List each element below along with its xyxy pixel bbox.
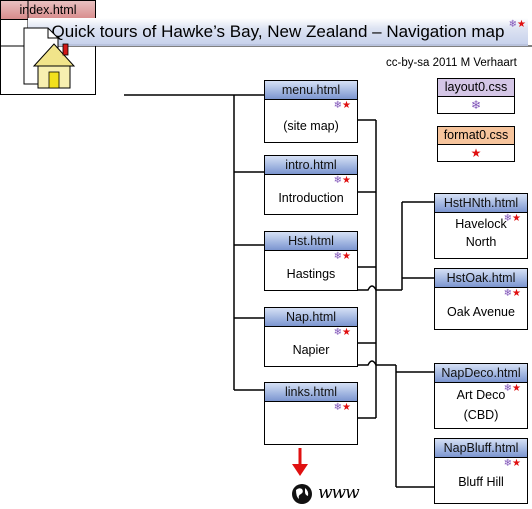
format-mark-icon: ★ xyxy=(342,175,351,186)
style-marks: ❄★ xyxy=(504,383,521,395)
legend-layout-filename: layout0.css xyxy=(438,79,514,97)
legend-format-css: format0.css ★ xyxy=(437,126,515,162)
style-marks: ❄★ xyxy=(334,251,351,263)
layout-mark-icon: ❄ xyxy=(503,288,513,299)
format-mark-icon: ★ xyxy=(342,251,351,262)
subpage-node-oak-avenue[interactable]: HstOak.html ❄★ Oak Avenue xyxy=(434,268,528,330)
format-mark-icon: ★ xyxy=(517,19,526,30)
style-marks: ❄★ xyxy=(504,213,521,225)
style-marks: ❄★ xyxy=(334,175,351,187)
layout-mark-icon: ❄ xyxy=(333,251,343,262)
layout-mark-icon: ❄ xyxy=(508,19,518,30)
style-marks: ❄★ xyxy=(334,402,351,414)
snowflake-icon: ❄ xyxy=(470,98,482,112)
layout-mark-icon: ❄ xyxy=(333,402,343,413)
format-mark-icon: ★ xyxy=(512,213,521,224)
subpage-node-filename: NapBluff.html xyxy=(435,439,527,458)
credit-text: cc-by-sa 2011 M Verhaart xyxy=(386,57,517,69)
format-mark-icon: ★ xyxy=(342,100,351,111)
style-marks: ❄★ xyxy=(334,100,351,112)
legend-layout-css: layout0.css ❄ xyxy=(437,78,515,114)
layout-mark-icon: ❄ xyxy=(503,458,513,469)
subpage-node-havelock-north[interactable]: HstHNth.html ❄★ Havelock North xyxy=(434,193,528,259)
page-node-caption: Hastings xyxy=(286,267,336,281)
legend-format-filename: format0.css xyxy=(438,127,514,145)
format-mark-icon: ★ xyxy=(512,383,521,394)
format-mark-icon: ★ xyxy=(342,402,351,413)
star-icon: ★ xyxy=(470,146,482,160)
format-mark-icon: ★ xyxy=(512,458,521,469)
page-node-filename: Nap.html xyxy=(265,308,357,327)
page-node-menu[interactable]: menu.html ❄★ (site map) xyxy=(264,80,358,143)
style-marks: ❄★ xyxy=(504,288,521,300)
page-node-nap[interactable]: Nap.html ❄★ Napier xyxy=(264,307,358,367)
page-title: Quick tours of Hawke’s Bay, New Zealand … xyxy=(28,18,528,46)
page-node-intro[interactable]: intro.html ❄★ Introduction xyxy=(264,155,358,215)
layout-mark-icon: ❄ xyxy=(503,383,513,394)
page-node-filename: links.html xyxy=(265,383,357,402)
subpage-node-caption: North xyxy=(465,235,497,249)
style-marks: ❄★ xyxy=(504,458,521,470)
www-link[interactable]: www xyxy=(318,483,360,503)
subpage-node-filename: HstHNth.html xyxy=(435,194,527,213)
layout-mark-icon: ❄ xyxy=(503,213,513,224)
subpage-node-bluff-hill[interactable]: NapBluff.html ❄★ Bluff Hill xyxy=(434,438,528,504)
layout-mark-icon: ❄ xyxy=(333,327,343,338)
subpage-node-filename: NapDeco.html xyxy=(435,364,527,383)
subpage-node-caption: Art Deco xyxy=(456,388,506,402)
subpage-node-caption: Bluff Hill xyxy=(458,475,504,489)
style-marks: ❄★ xyxy=(334,327,351,339)
subpage-node-caption: (CBD) xyxy=(463,408,499,422)
subpage-node-art-deco[interactable]: NapDeco.html ❄★ Art Deco (CBD) xyxy=(434,363,528,429)
index-node[interactable]: index.html ❄★ xyxy=(0,0,526,95)
home-page-icon xyxy=(23,27,76,89)
page-node-caption: Introduction xyxy=(278,191,344,205)
page-node-filename: Hst.html xyxy=(265,232,357,251)
layout-mark-icon: ❄ xyxy=(333,175,343,186)
page-node-filename: intro.html xyxy=(265,156,357,175)
page-node-caption: Napier xyxy=(292,343,330,357)
page-node-caption: (site map) xyxy=(283,119,339,133)
format-mark-icon: ★ xyxy=(342,327,351,338)
page-node-hst[interactable]: Hst.html ❄★ Hastings xyxy=(264,231,358,291)
page-node-links[interactable]: links.html ❄★ xyxy=(264,382,358,445)
layout-mark-icon: ❄ xyxy=(333,100,343,111)
subpage-node-caption: Oak Avenue xyxy=(447,305,515,319)
index-style-marks: ❄★ xyxy=(509,19,526,31)
page-node-filename: menu.html xyxy=(265,81,357,100)
format-mark-icon: ★ xyxy=(512,288,521,299)
globe-icon[interactable] xyxy=(290,482,314,506)
subpage-node-caption: Havelock xyxy=(455,217,507,231)
subpage-node-filename: HstOak.html xyxy=(435,269,527,288)
